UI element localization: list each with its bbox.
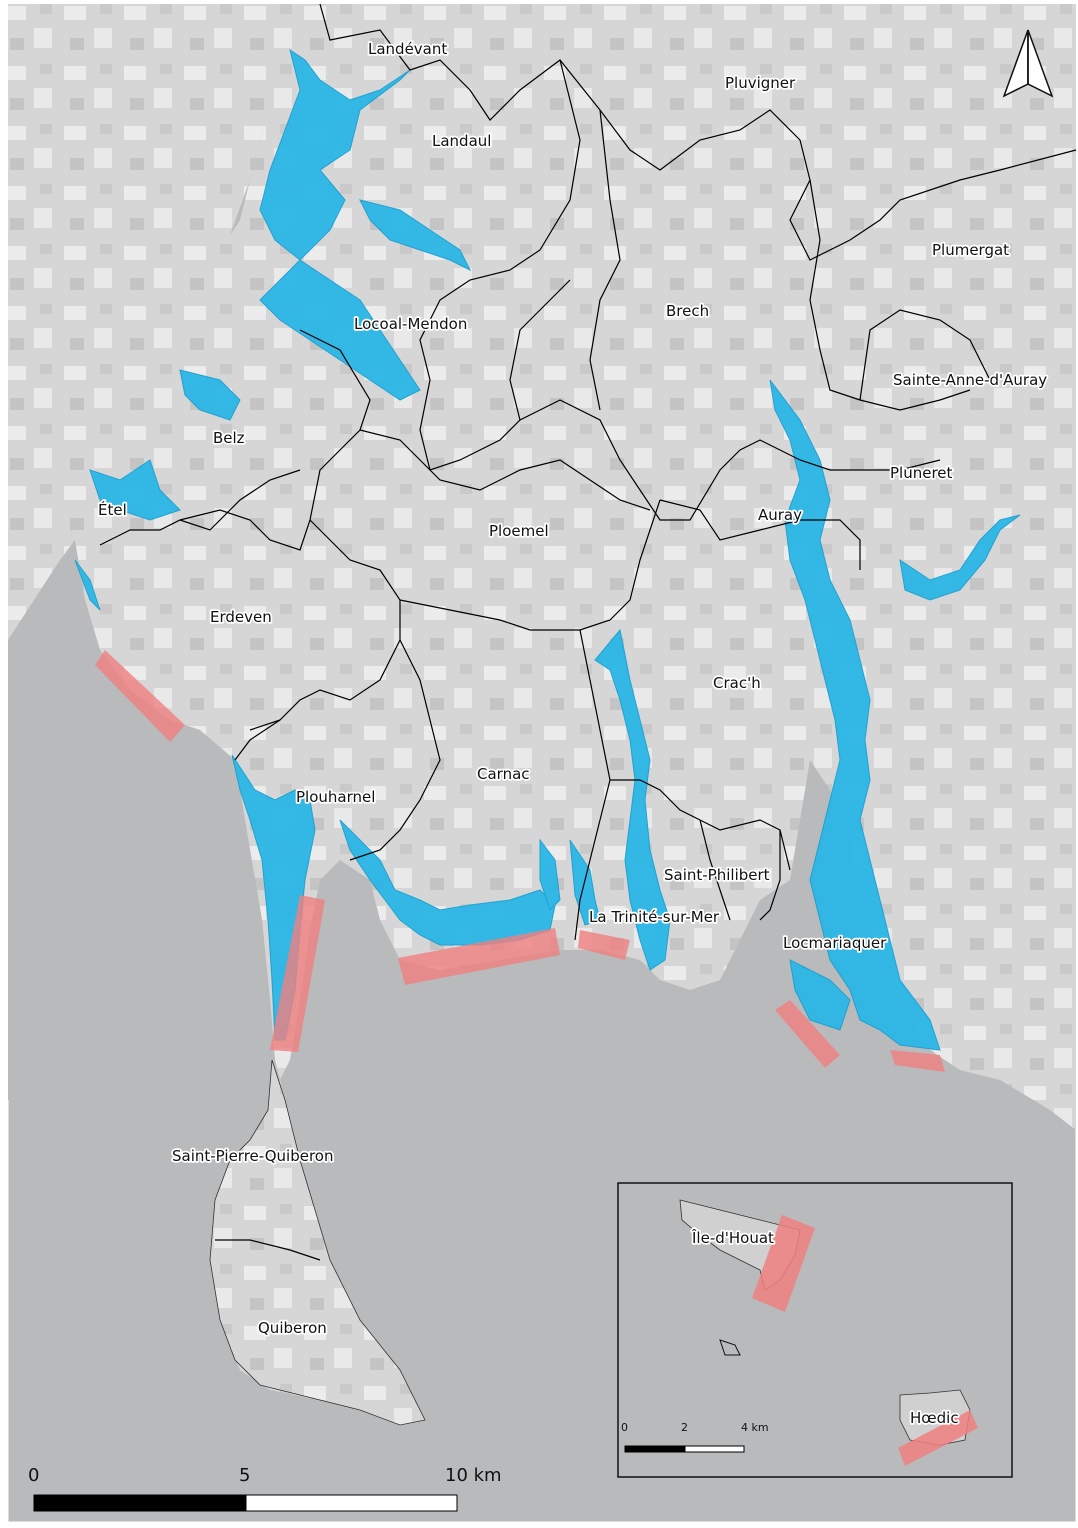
- scale-bar-segment-white: [245, 1494, 458, 1512]
- label-auray: Auray: [758, 506, 802, 524]
- label-brech: Brech: [666, 302, 709, 320]
- west-sea: [8, 540, 275, 1100]
- label-erdeven: Erdeven: [210, 608, 272, 626]
- inset-map: [617, 1182, 1013, 1478]
- label-saint-philibert: Saint-Philibert: [664, 866, 770, 884]
- label-quiberon: Quiberon: [258, 1319, 327, 1337]
- label-locoal-mendon: Locoal-Mendon: [354, 315, 467, 333]
- label-saint-pierre-quiberon: Saint-Pierre-Quiberon: [172, 1147, 333, 1165]
- mainland: [8, 4, 1076, 1420]
- place-labels: Landévant Landaul Pluvigner Plumergat Br…: [96, 38, 1049, 1429]
- label-la-trinite-sur-mer: La Trinité-sur-Mer: [589, 908, 720, 926]
- label-landaul: Landaul: [432, 132, 491, 150]
- east-shore: [880, 690, 1076, 1080]
- label-plumergat: Plumergat: [932, 241, 1009, 259]
- north-arrow-icon: [1002, 29, 1054, 98]
- label-carnac: Carnac: [477, 765, 530, 783]
- label-ile-d-houat: Île-d'Houat: [691, 1228, 774, 1247]
- label-landevant: Landévant: [368, 40, 447, 58]
- label-etel: Étel: [98, 500, 127, 519]
- inset-scale-tick-2: 2: [681, 1421, 688, 1434]
- label-pluvigner: Pluvigner: [725, 74, 796, 92]
- commune-boundaries: [99, 3, 1077, 1261]
- inset-scale-segment-white: [684, 1445, 745, 1453]
- scale-bar-segment-black: [33, 1494, 247, 1512]
- quiberon-peninsula: [209, 1059, 426, 1426]
- coastal-segments: [95, 650, 945, 1072]
- west-land: [8, 4, 300, 660]
- scale-tick-0: 0: [28, 1465, 39, 1486]
- label-pluneret: Pluneret: [890, 464, 953, 482]
- scale-tick-5: 5: [239, 1465, 250, 1486]
- label-sainte-anne-d-auray: Sainte-Anne-d'Auray: [893, 371, 1047, 389]
- label-locmariaquer: Locmariaquer: [783, 934, 887, 952]
- label-crach: Crac'h: [713, 674, 761, 692]
- inset-scale-bar: 0 2 4 km: [621, 1421, 769, 1453]
- label-hoedic: Hœdic: [910, 1409, 959, 1427]
- flood-zones: [74, 48, 1021, 1051]
- inset-scale-tick-0: 0: [621, 1421, 628, 1434]
- label-belz: Belz: [213, 429, 245, 447]
- label-ploemel: Ploemel: [489, 522, 549, 540]
- scale-bar: 0 5 10 km: [28, 1465, 502, 1512]
- inset-scale-tick-4: 4 km: [741, 1421, 769, 1434]
- scale-tick-10: 10 km: [445, 1465, 502, 1486]
- inset-scale-segment-black: [624, 1445, 686, 1453]
- label-plouharnel: Plouharnel: [296, 788, 375, 806]
